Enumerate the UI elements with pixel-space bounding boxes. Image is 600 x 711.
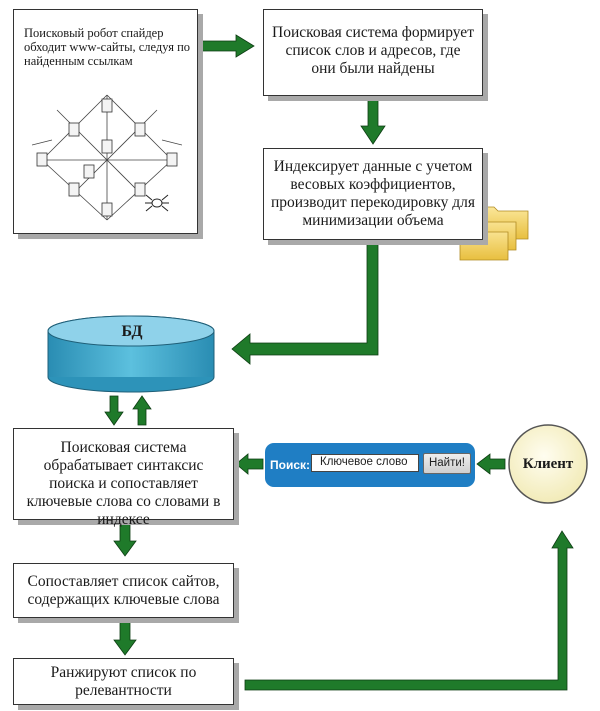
process-step-text: Поисковая система обрабатывает синтаксис… bbox=[26, 439, 221, 528]
arrow-search-to-process bbox=[235, 453, 264, 475]
arrow-rank-to-client bbox=[244, 530, 574, 691]
folders-icon bbox=[459, 206, 529, 261]
match-step-text: Сопоставляет список сайтов, содержащих к… bbox=[27, 573, 220, 608]
rank-step-text: Ранжируют список по релевантности bbox=[50, 664, 197, 699]
client-circle bbox=[508, 424, 588, 504]
search-input[interactable]: Ключевое слово bbox=[311, 454, 419, 472]
web-crawl-graph bbox=[32, 94, 182, 221]
spider-step-box: Поисковый робот спайдер обходит www-сайт… bbox=[13, 9, 198, 234]
form-list-step-box: Поисковая система формирует список слов … bbox=[263, 9, 483, 96]
spider-step-text: Поисковый робот спайдер обходит www-сайт… bbox=[24, 26, 191, 68]
arrow-process-up bbox=[132, 395, 152, 426]
client-label: Клиент bbox=[522, 456, 574, 472]
arrow-process-to-match bbox=[113, 523, 137, 557]
form-list-step-text: Поисковая система формирует список слов … bbox=[272, 24, 474, 77]
index-step-text: Индексирует данные с учетом весовых коэф… bbox=[270, 158, 476, 229]
process-step-box: Поисковая система обрабатывает синтаксис… bbox=[13, 428, 234, 528]
database-label: БД bbox=[121, 323, 143, 340]
arrow-index-to-db bbox=[231, 243, 379, 365]
search-panel: Поиск: Ключевое слово Найти! bbox=[265, 443, 475, 487]
database-cylinder bbox=[47, 315, 215, 393]
match-step-box: Сопоставляет список сайтов, содержащих к… bbox=[13, 563, 234, 618]
search-label: Поиск: bbox=[270, 458, 311, 472]
rank-step-box: Ранжируют список по релевантности bbox=[13, 658, 234, 705]
arrow-db-down bbox=[104, 395, 124, 426]
arrow-match-to-rank bbox=[113, 620, 137, 656]
spider-icon bbox=[145, 194, 169, 212]
index-step-box: Индексирует данные с учетом весовых коэф… bbox=[263, 148, 483, 240]
search-button[interactable]: Найти! bbox=[423, 453, 471, 474]
arrow-client-to-search bbox=[476, 453, 506, 475]
arrow-spider-to-list bbox=[199, 34, 255, 58]
arrow-list-to-index bbox=[360, 97, 386, 145]
